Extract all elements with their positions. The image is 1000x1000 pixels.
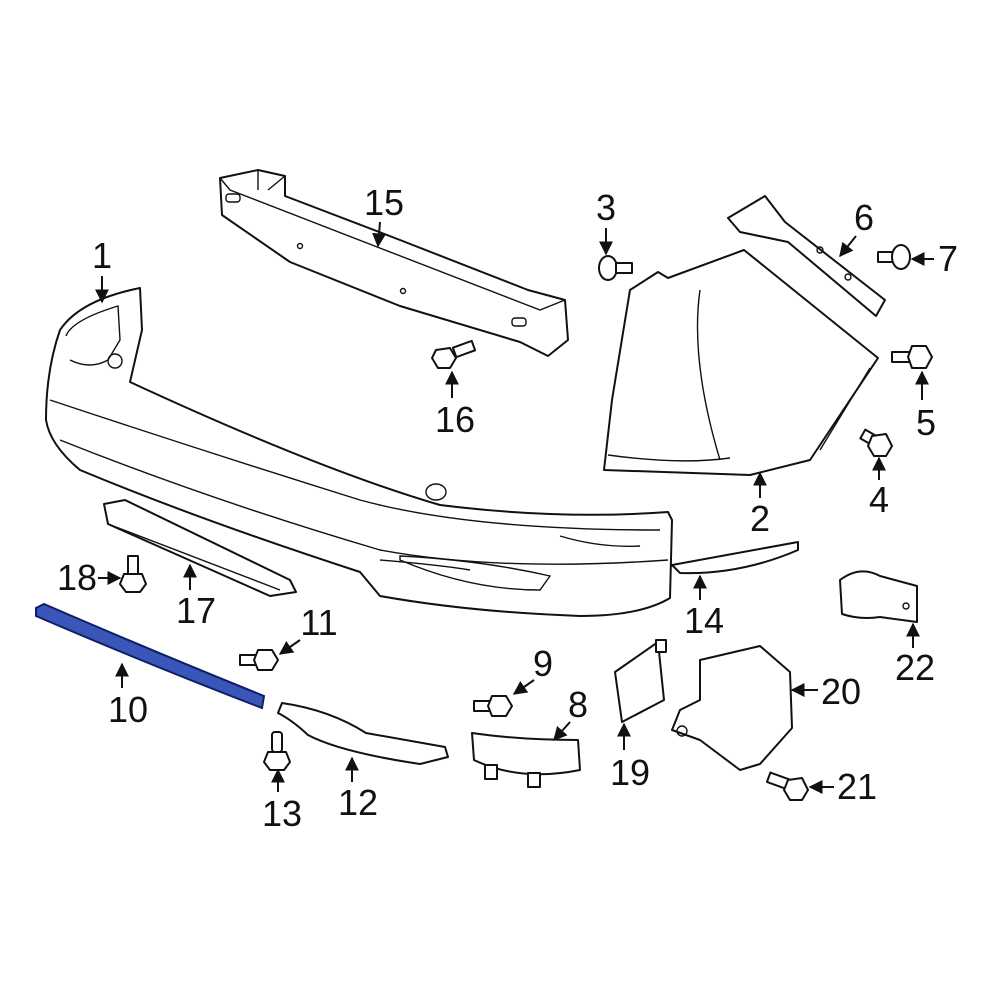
- callout-14[interactable]: 14: [683, 600, 725, 641]
- callout-15[interactable]: 15: [363, 182, 405, 223]
- callout-20[interactable]: 20: [820, 671, 862, 712]
- part-19-module[interactable]: [614, 639, 667, 723]
- callout-6[interactable]: 6: [853, 197, 875, 238]
- callout-17[interactable]: 17: [175, 590, 217, 631]
- callout-18[interactable]: 18: [56, 557, 98, 598]
- callout-arrows: [95, 221, 934, 794]
- callout-3[interactable]: 3: [595, 187, 617, 228]
- part-8-reflector[interactable]: [471, 732, 581, 788]
- part-2-corner-cover[interactable]: [603, 249, 879, 476]
- callout-9[interactable]: 9: [532, 643, 554, 684]
- callout-2[interactable]: 2: [749, 498, 771, 539]
- part-7-screw[interactable]: [877, 244, 911, 270]
- callout-1[interactable]: 1: [91, 235, 113, 276]
- callout-16[interactable]: 16: [434, 399, 476, 440]
- part-3-screw[interactable]: [598, 255, 633, 281]
- part-6-bracket[interactable]: [727, 195, 886, 317]
- callout-10[interactable]: 10: [107, 689, 149, 730]
- part-11-bolt[interactable]: [239, 649, 279, 671]
- part-21-bolt[interactable]: [765, 771, 809, 801]
- callout-4[interactable]: 4: [868, 479, 890, 520]
- part-5-bolt[interactable]: [891, 345, 933, 369]
- callout-12[interactable]: 12: [337, 782, 379, 823]
- callout-13[interactable]: 13: [261, 793, 303, 834]
- callout-8[interactable]: 8: [567, 684, 589, 725]
- part-14-trim-strip[interactable]: [671, 541, 799, 575]
- part-12-trim[interactable]: [277, 702, 449, 765]
- part-17-bracket[interactable]: [103, 499, 297, 597]
- part-16-bolt[interactable]: [431, 339, 477, 369]
- part-10-highlighted-strip[interactable]: [35, 602, 266, 710]
- callout-22[interactable]: 22: [894, 647, 936, 688]
- part-13-bolt[interactable]: [263, 731, 291, 771]
- callout-5[interactable]: 5: [915, 402, 937, 443]
- part-9-bolt[interactable]: [473, 695, 513, 717]
- part-15-bumper-reinforcement[interactable]: [219, 169, 569, 357]
- callout-7[interactable]: 7: [937, 238, 959, 279]
- part-22-sensor[interactable]: [839, 570, 918, 623]
- callout-21[interactable]: 21: [836, 766, 878, 807]
- part-4-bolt[interactable]: [859, 428, 893, 457]
- callout-19[interactable]: 19: [609, 752, 651, 793]
- part-18-bolt[interactable]: [119, 555, 147, 593]
- part-20-bracket[interactable]: [671, 645, 793, 771]
- part-1-bumper-cover[interactable]: [45, 287, 673, 617]
- callout-11[interactable]: 11: [300, 602, 338, 643]
